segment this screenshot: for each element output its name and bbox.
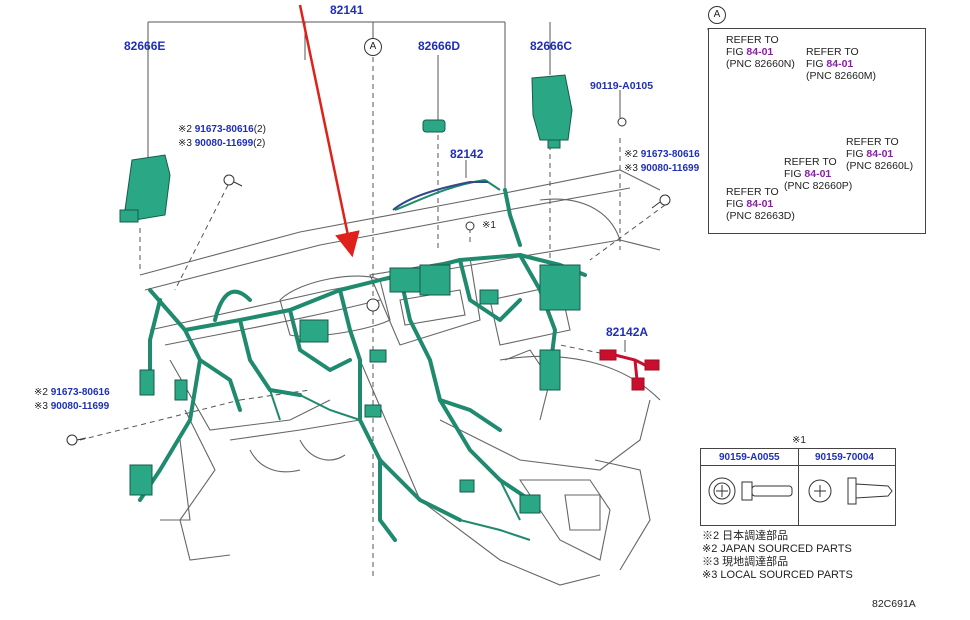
- harness-thin: [269, 179, 531, 541]
- dashboard-outline: [139, 169, 661, 586]
- bolt-label-right-2[interactable]: ※3 90080-11699: [624, 162, 699, 175]
- fig-prefix: FIG: [726, 198, 747, 210]
- ref-line1: REFER TO: [806, 46, 859, 58]
- mark: ※3: [34, 401, 48, 412]
- ref-line3: (PNC 82660L): [846, 160, 914, 172]
- inset-ref-82660P[interactable]: REFER TO FIG 84-01 (PNC 82660P): [784, 156, 852, 192]
- bolt-label-left-top-1[interactable]: ※2 91673-80616(2): [178, 123, 266, 136]
- callout-A-lower-circle: [366, 298, 380, 312]
- part-number[interactable]: 90080-11699: [50, 401, 110, 412]
- bolts: [66, 117, 671, 446]
- ref-line2[interactable]: FIG 84-01: [806, 58, 876, 70]
- bolt-label-left-bottom-2[interactable]: ※3 90080-11699: [34, 400, 109, 413]
- qty: (2): [253, 138, 266, 149]
- fastener-table-title: ※1: [792, 435, 806, 446]
- callout-A-circle[interactable]: A: [364, 38, 382, 56]
- mark: ※2: [34, 387, 48, 398]
- part-number[interactable]: 91673-80616: [50, 387, 110, 398]
- fastener-col2-partno[interactable]: 90159-70004: [815, 452, 874, 463]
- ref-line2[interactable]: FIG 84-01: [726, 198, 795, 210]
- bolt-label-left-bottom-1[interactable]: ※2 91673-80616: [34, 386, 110, 399]
- ref-line1: REFER TO: [726, 34, 779, 46]
- note-jp-japan-sourced: ※2 日本調達部品: [702, 530, 789, 542]
- mark: ※2: [624, 149, 638, 160]
- note-jp-local-sourced: ※3 現地調達部品: [702, 556, 789, 568]
- fig-prefix: FIG: [806, 58, 827, 70]
- label-90119-A0105[interactable]: 90119-A0105: [590, 80, 654, 92]
- fig-link[interactable]: 84-01: [826, 58, 854, 70]
- label-82666D[interactable]: 82666D: [418, 39, 461, 53]
- part-number[interactable]: 90080-11699: [640, 163, 700, 174]
- dashed-leaders: [79, 57, 666, 580]
- part-number[interactable]: 91673-80616: [640, 149, 700, 160]
- fastener-table: 90159-A0055 90159-70004: [700, 448, 896, 526]
- part-number[interactable]: 90080-11699: [194, 138, 254, 149]
- ref-line3: (PNC 82660P): [784, 180, 853, 192]
- label-82142A[interactable]: 82142A: [606, 325, 649, 339]
- ref-line1: REFER TO: [846, 136, 899, 148]
- label-82141[interactable]: 82141: [330, 3, 364, 17]
- ref-line1: REFER TO: [726, 186, 779, 198]
- red-arrow: [298, 4, 360, 258]
- label-82142[interactable]: 82142: [450, 147, 484, 161]
- ref-line3: (PNC 82660N): [726, 58, 795, 70]
- note-en-local-sourced: ※3 LOCAL SOURCED PARTS: [702, 569, 853, 581]
- fig-link[interactable]: 84-01: [746, 198, 774, 210]
- label-star1-screw: ※1: [482, 220, 496, 231]
- inset-panel-A: [708, 28, 926, 234]
- figure-code: 82C691A: [872, 598, 916, 610]
- ref-line2[interactable]: FIG 84-01: [846, 148, 913, 160]
- fastener-divider: [798, 449, 799, 525]
- ref-line3: (PNC 82660M): [806, 70, 877, 82]
- inset-ref-82660M[interactable]: REFER TO FIG 84-01 (PNC 82660M): [806, 46, 876, 82]
- fastener-drawings: [708, 477, 893, 505]
- connectors: [119, 74, 581, 514]
- fig-prefix: FIG: [846, 148, 867, 160]
- inset-ref-82660L[interactable]: REFER TO FIG 84-01 (PNC 82660L): [846, 136, 913, 172]
- bolt-label-right-1[interactable]: ※2 91673-80616: [624, 148, 700, 161]
- fig-link[interactable]: 84-01: [804, 168, 832, 180]
- inset-marker-A: A: [708, 6, 726, 24]
- fig-prefix: FIG: [726, 46, 747, 58]
- ref-line2[interactable]: FIG 84-01: [784, 168, 852, 180]
- fastener-col1-partno[interactable]: 90159-A0055: [719, 452, 780, 463]
- mark: ※3: [624, 163, 638, 174]
- inset-ref-82663D[interactable]: REFER TO FIG 84-01 (PNC 82663D): [726, 186, 795, 222]
- cable-82142: [392, 181, 488, 211]
- label-82666C[interactable]: 82666C: [530, 39, 573, 53]
- leader-lines: [147, 21, 709, 352]
- bolt-label-left-top-2[interactable]: ※3 90080-11699(2): [178, 137, 265, 150]
- qty: (2): [253, 124, 266, 135]
- inset-ref-82660N[interactable]: REFER TO FIG 84-01 (PNC 82660N): [726, 34, 795, 70]
- fig-prefix: FIG: [784, 168, 805, 180]
- note-en-japan-sourced: ※2 JAPAN SOURCED PARTS: [702, 543, 852, 555]
- mark: ※3: [178, 138, 192, 149]
- part-number[interactable]: 91673-80616: [194, 124, 254, 135]
- label-82666E[interactable]: 82666E: [124, 39, 166, 53]
- part-82142A: [599, 349, 660, 391]
- ref-line1: REFER TO: [784, 156, 837, 168]
- fig-link[interactable]: 84-01: [866, 148, 894, 160]
- mark: ※2: [178, 124, 192, 135]
- ref-line3: (PNC 82663D): [726, 210, 795, 222]
- ref-line2[interactable]: FIG 84-01: [726, 46, 795, 58]
- fig-link[interactable]: 84-01: [746, 46, 774, 58]
